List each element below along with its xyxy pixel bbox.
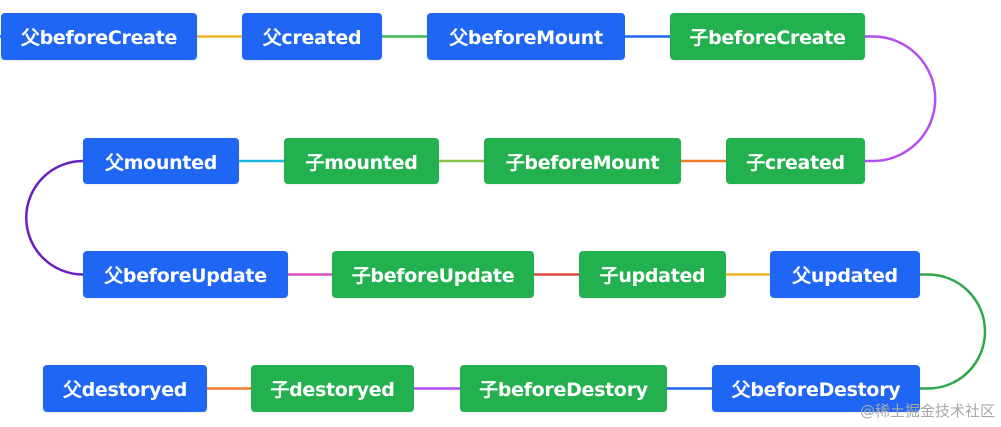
watermark: @稀土掘金技术社区 [859,402,995,420]
lifecycle-node-n12: 父updated [770,251,920,298]
lifecycle-node-n4: 子beforeCreate [670,13,865,60]
lifecycle-node-n11: 子updated [579,251,726,298]
lifecycle-node-n13: 父beforeDestory [712,365,920,412]
connector-n12-n13 [920,273,987,390]
lifecycle-node-n5: 子created [726,138,865,184]
connector-n4-n5 [865,35,937,163]
connector-n8-n9 [25,159,84,276]
lifecycle-node-n15: 子destoryed [251,365,414,412]
lifecycle-node-n9: 父beforeUpdate [83,251,288,298]
lifecycle-node-n14: 子beforeDestory [460,365,667,412]
lifecycle-node-n16: 父destoryed [43,365,207,412]
lifecycle-node-n10: 子beforeUpdate [332,251,534,298]
lifecycle-node-n1: 父beforeCreate [1,13,197,60]
lifecycle-node-n3: 父beforeMount [427,13,625,60]
lifecycle-node-n7: 子mounted [284,138,439,184]
lifecycle-node-n8: 父mounted [83,138,239,184]
lifecycle-node-n2: 父created [242,13,382,60]
lifecycle-node-n6: 子beforeMount [484,138,681,184]
